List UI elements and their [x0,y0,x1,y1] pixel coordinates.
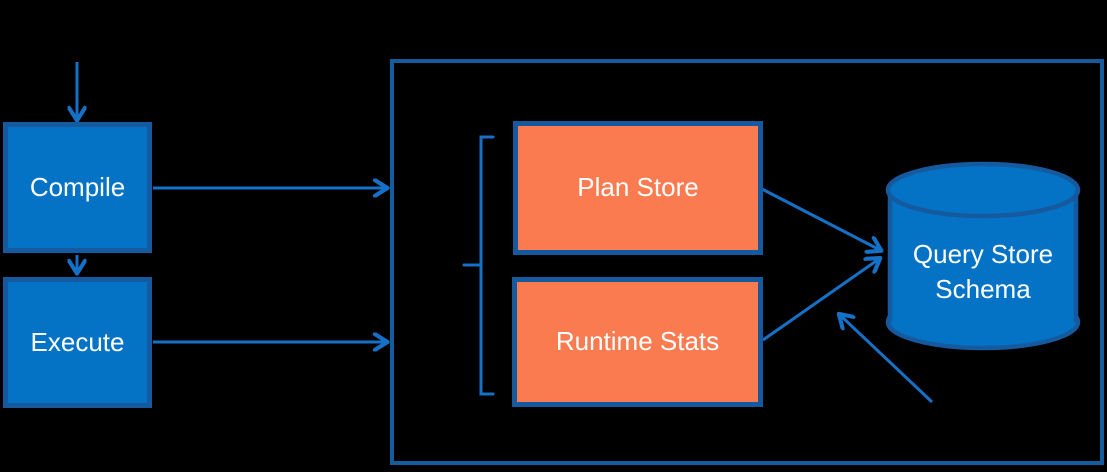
runtime-stats-label: Runtime Stats [555,326,720,357]
arrow-plan-store-to-schema [761,187,880,250]
arrow-runtime-stats-to-schema [762,259,879,342]
execute-node: Execute [3,277,152,408]
query-store-schema-line2: Schema [935,274,1031,304]
plan-store-label: Plan Store [577,172,699,203]
database-cylinder [885,161,1081,351]
query-store-schema-label: Query Store Schema [888,237,1078,307]
plan-store-node: Plan Store [513,121,763,255]
grouping-bracket [462,135,495,396]
compile-label: Compile [29,171,126,202]
arrow-external-to-schema [840,315,934,404]
runtime-stats-node: Runtime Stats [512,277,763,407]
compile-node: Compile [3,122,152,253]
query-store-container [390,59,1104,465]
execute-label: Execute [30,326,125,357]
query-store-schema-line1: Query Store [912,239,1054,269]
